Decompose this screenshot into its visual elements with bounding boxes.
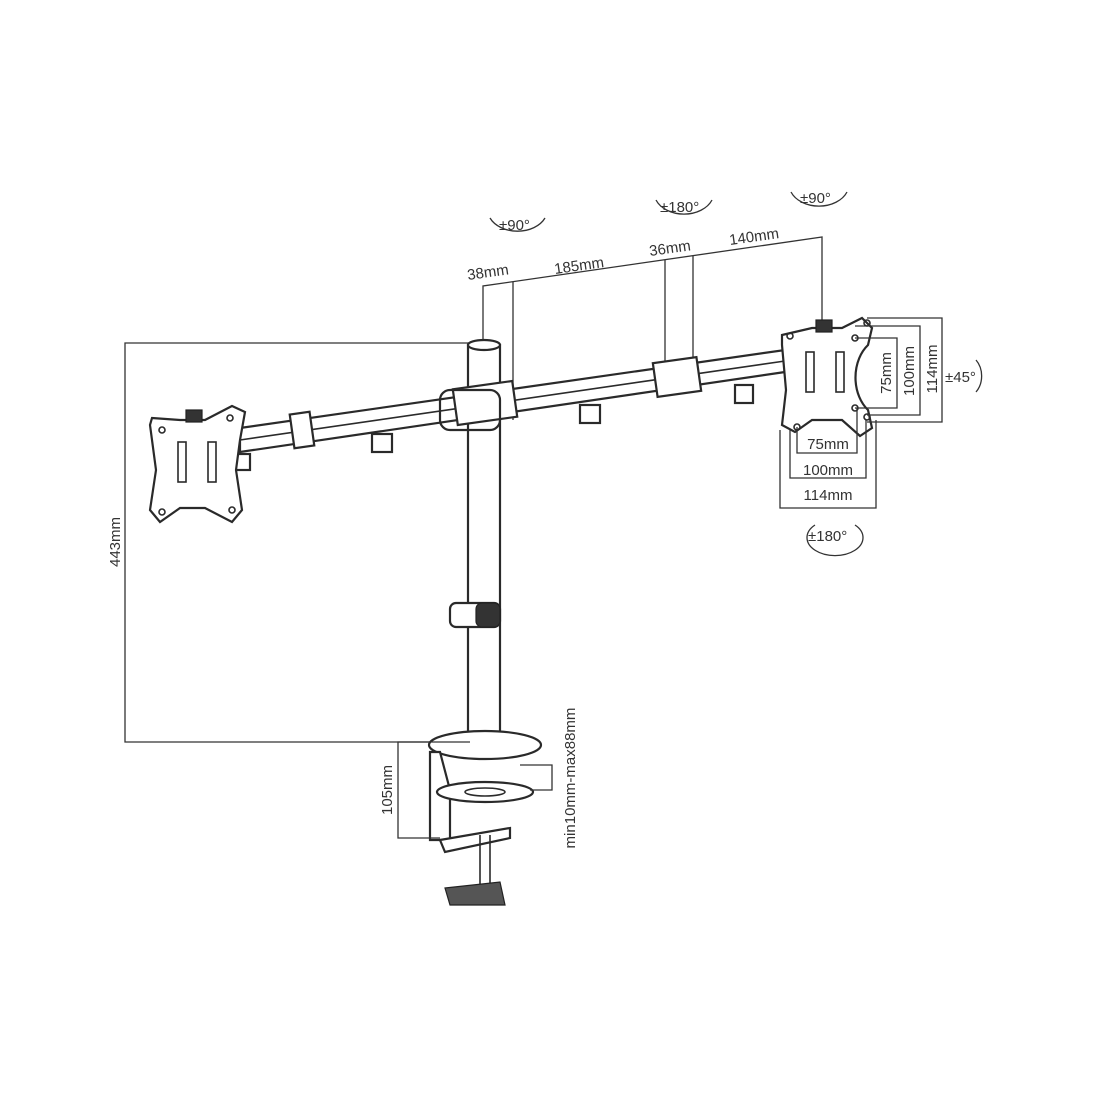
vesa-vertical-75-label: 75mm	[878, 352, 895, 394]
desk-clamp	[427, 729, 543, 906]
clamp-height-dimension	[397, 741, 470, 839]
vesa-horizontal-75-label: 75mm	[807, 436, 849, 453]
vesa-horizontal-dimensions	[779, 408, 877, 509]
tilt-arc-icon: ±45°	[945, 359, 983, 393]
desk-thickness-dimension	[520, 764, 553, 791]
vesa-vertical-100-label: 100mm	[901, 346, 918, 396]
rotation-arc-icon: ±90°	[489, 217, 546, 234]
tilt-label: ±45°	[945, 369, 976, 386]
left-swivel-label: ±90°	[499, 217, 530, 234]
vesa-horizontal-100-label: 100mm	[803, 462, 853, 479]
vesa-vertical-dimensions	[855, 317, 943, 423]
right-vesa-plate	[780, 316, 874, 438]
pole-height-label: 443mm	[107, 517, 124, 567]
rotation-arc-icon: ±180°	[655, 199, 713, 216]
clamp-height-label: 105mm	[379, 765, 396, 815]
right-swivel-label: ±90°	[800, 190, 831, 207]
pole-offset-label: 38mm	[466, 261, 510, 284]
middle-swivel-label: ±180°	[660, 199, 699, 216]
pole-height-dimension	[124, 342, 470, 743]
desk-thickness-label: min10mm-max88mm	[562, 708, 579, 849]
rotation-arc-icon: ±180°	[806, 524, 864, 557]
vesa-vertical-114-label: 114mm	[924, 345, 941, 394]
second-segment-label: 140mm	[728, 225, 780, 249]
arm	[230, 348, 787, 472]
left-vesa-plate	[148, 404, 247, 524]
rotation-label: ±180°	[808, 528, 847, 545]
rotation-arc-icon: ±90°	[790, 190, 848, 207]
first-segment-label: 185mm	[553, 254, 605, 278]
joint-label: 36mm	[648, 237, 692, 260]
vesa-horizontal-114-label: 114mm	[804, 487, 853, 504]
